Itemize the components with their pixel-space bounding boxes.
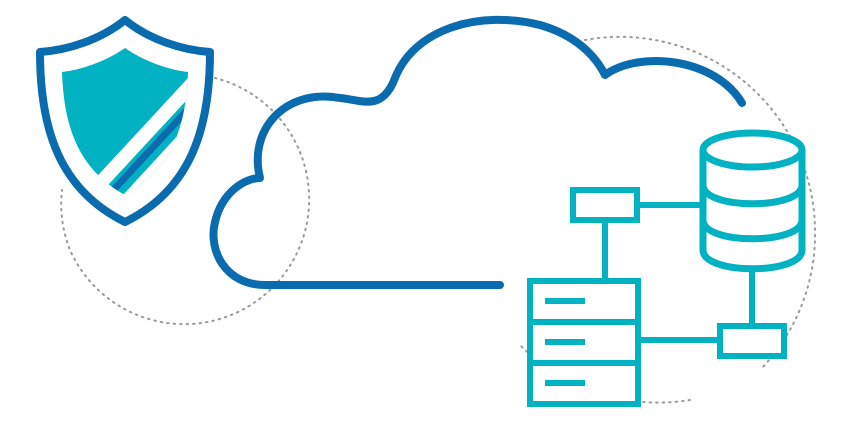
server-icon bbox=[527, 278, 641, 407]
left-dotted-orbit bbox=[60, 77, 311, 326]
network-connectors bbox=[602, 202, 755, 343]
network-node-icon bbox=[570, 187, 640, 223]
shield-icon bbox=[36, 16, 214, 226]
network-node-icon bbox=[717, 323, 787, 359]
cloud-icon bbox=[209, 15, 746, 289]
database-icon bbox=[699, 129, 806, 273]
